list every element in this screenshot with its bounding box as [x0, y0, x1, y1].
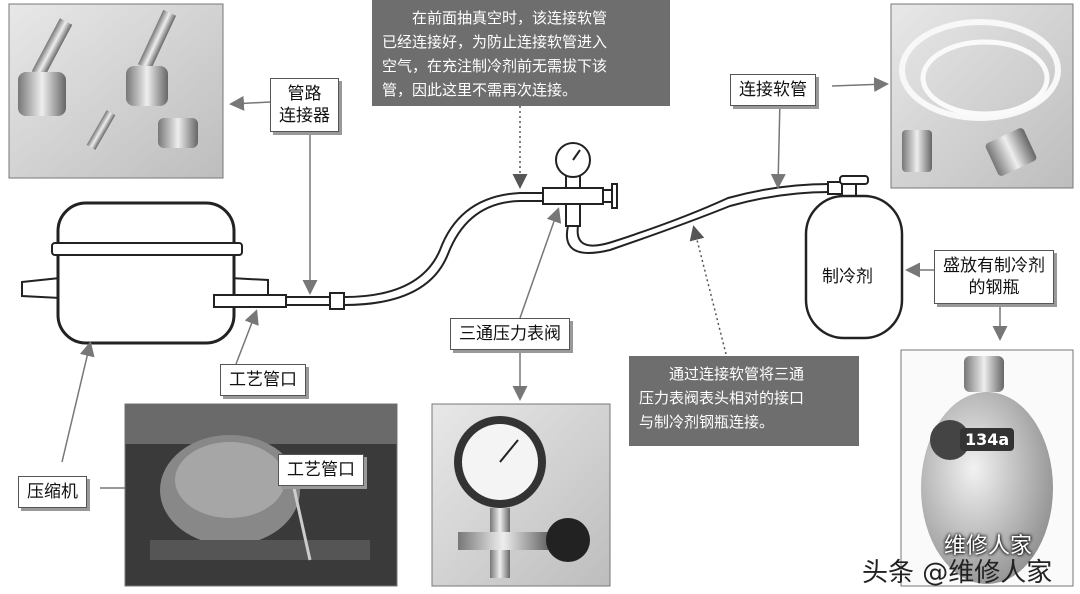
note-top-line4: 管，因此这里不需再次连接。 [382, 81, 578, 99]
watermark-photo: 维修人家 [944, 534, 1033, 559]
label-pipe-connector-line2: 连接器 [279, 106, 330, 126]
photo-cylinder [900, 349, 1074, 587]
label-compressor: 压缩机 [18, 476, 87, 508]
photo-compressor [124, 403, 398, 587]
dotted-leaders [512, 106, 727, 355]
label-cylinder-line1: 盛放有制冷剂 [943, 256, 1045, 276]
label-pipe-connector: 管路 连接器 [270, 78, 339, 132]
label-process-port: 工艺管口 [220, 364, 306, 396]
label-process-port-photo: 工艺管口 [278, 454, 364, 486]
compressor-shape [21, 201, 287, 345]
watermark: 头条 @维修人家 [862, 558, 1053, 588]
photo-pipe-connectors [8, 3, 224, 179]
photo-gauge [431, 403, 611, 587]
note-middle-line3: 与制冷剂钢瓶连接。 [639, 413, 775, 431]
label-hose: 连接软管 [730, 74, 816, 106]
note-top-line1: 在前面抽真空时，该连接软管 [412, 9, 608, 27]
three-way-valve-shape [542, 142, 618, 227]
hose-left [286, 192, 545, 310]
note-top: 在前面抽真空时，该连接软管 已经连接好，为防止连接软管进入 空气，在充注制冷剂前… [372, 0, 670, 106]
note-top-line3: 空气，在充注制冷剂前无需拔下该 [382, 57, 608, 75]
note-middle-line1: 通过连接软管将三通 [669, 365, 805, 383]
cylinder-badge: 134a [960, 428, 1015, 451]
label-three-way-valve: 三通压力表阀 [450, 318, 570, 350]
label-cylinder-line2: 的钢瓶 [968, 278, 1020, 298]
label-cylinder: 盛放有制冷剂 的钢瓶 [934, 250, 1054, 304]
note-top-line2: 已经连接好，为防止连接软管进入 [382, 33, 608, 51]
label-pipe-connector-line1: 管路 [287, 84, 322, 104]
label-refrigerant: 制冷剂 [822, 267, 873, 287]
note-middle: 通过连接软管将三通 压力表阀表头相对的接口 与制冷剂钢瓶连接。 [629, 356, 859, 446]
note-middle-line2: 压力表阀表头相对的接口 [639, 389, 805, 407]
photo-hose [890, 3, 1074, 189]
refrigerant-cylinder-shape [804, 175, 904, 340]
